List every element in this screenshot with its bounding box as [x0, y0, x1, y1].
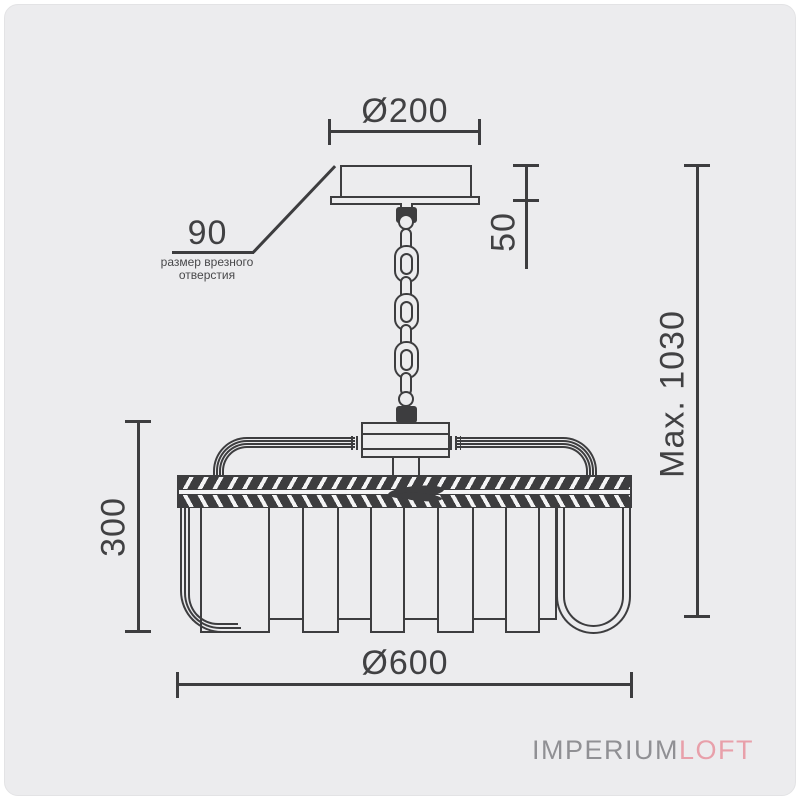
crystal-plate — [302, 506, 339, 633]
cutout-caption: размер врезного отверстия — [142, 256, 272, 282]
crystal-plate — [472, 506, 507, 620]
hub-left-coupler — [351, 436, 362, 450]
dim-canopy-height-label: 50 — [484, 212, 523, 252]
chain-bottom-loop — [398, 391, 414, 407]
hub-seam-line — [363, 433, 448, 435]
dim-shade-diameter-label: Ø600 — [361, 644, 449, 682]
dim-tick — [513, 164, 539, 167]
crystal-plate — [403, 506, 439, 620]
dim-max-height-line — [696, 165, 699, 618]
brand-logo-primary: IMPERIUM — [531, 735, 679, 765]
left-frame-tube — [180, 505, 244, 633]
dim-shade-height-line — [137, 421, 140, 632]
hub-right-coupler — [450, 436, 461, 450]
dim-tick — [684, 615, 710, 618]
dim-shade-height-label: 300 — [94, 497, 133, 557]
crystal-plate — [505, 506, 540, 633]
left-frame-tube — [184, 505, 241, 629]
crystal-plate — [268, 506, 304, 620]
left-arm-tube — [222, 446, 355, 475]
dim-tick — [328, 119, 331, 145]
cutout-caption-line1: размер врезного — [160, 255, 254, 269]
canopy-cup — [340, 165, 472, 198]
dim-canopy-diameter-label: Ø200 — [361, 92, 449, 130]
cutout-value-label: 90 — [187, 214, 228, 252]
left-frame-tube — [188, 505, 238, 625]
chain-oval-link-hole — [400, 349, 413, 371]
hub-seam-line — [363, 448, 448, 450]
brand-logo: IMPERIUMLOFT — [532, 735, 754, 766]
right-frame-tube — [556, 505, 631, 634]
dim-shade-diameter-line — [177, 683, 632, 686]
dim-tick — [513, 199, 539, 202]
dim-canopy-diameter-line — [330, 130, 480, 133]
leader-underline — [172, 251, 254, 254]
chain-oval-link-hole — [400, 301, 413, 323]
chain-bottom-connector — [396, 406, 417, 423]
crystal-plate — [538, 506, 557, 620]
crystal-plate — [337, 506, 372, 620]
right-frame-tube — [563, 505, 624, 627]
dim-max-height-label: Max. 1030 — [653, 310, 692, 478]
dim-tick — [176, 672, 179, 698]
dim-tick — [630, 672, 633, 698]
hub-stem — [392, 458, 420, 478]
center-hub — [361, 422, 450, 458]
dim-tick — [125, 630, 151, 633]
dim-tick — [684, 164, 710, 167]
brand-logo-accent: LOFT — [678, 735, 754, 765]
right-arm-tube — [457, 446, 588, 475]
chain-oval-link-hole — [400, 253, 413, 275]
crystal-plate — [370, 506, 405, 633]
dim-tick — [478, 119, 481, 145]
dim-tick — [125, 420, 151, 423]
crystal-plate — [437, 506, 474, 633]
cutout-caption-line2: отверстия — [178, 268, 236, 282]
dim-canopy-height-line — [525, 165, 528, 269]
